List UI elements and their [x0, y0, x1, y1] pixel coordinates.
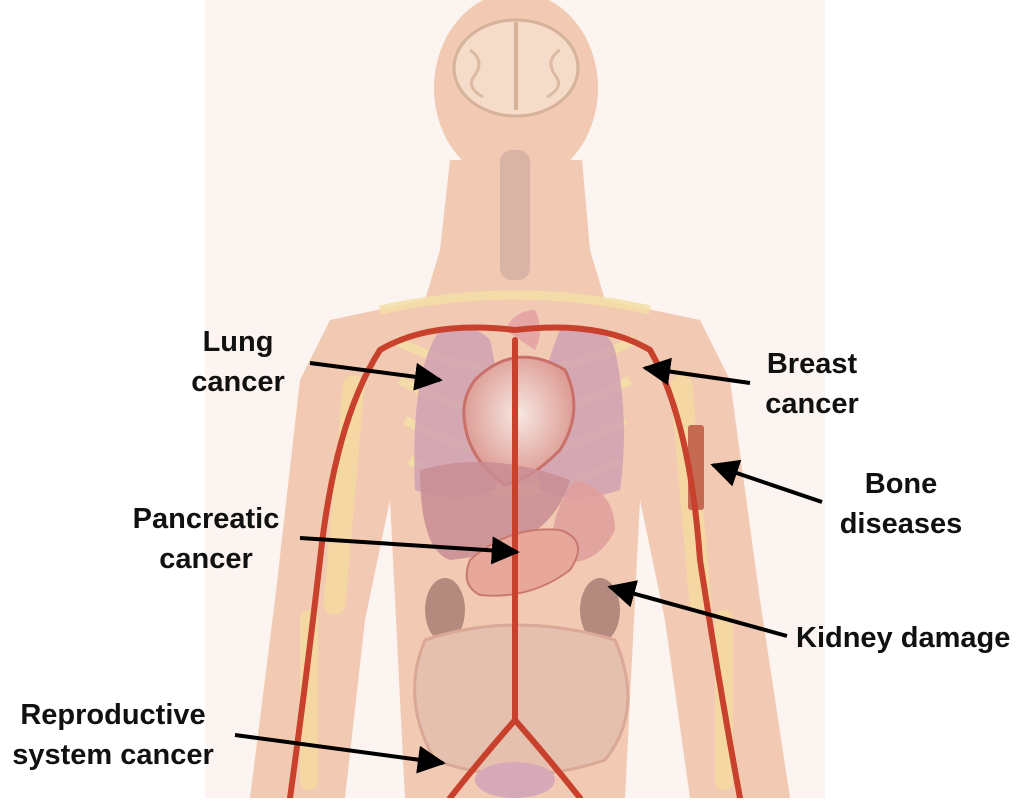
label-bone-diseases: Bone diseases [834, 464, 968, 544]
label-pancreatic-line-2: cancer [122, 539, 290, 579]
label-bone-line-2: diseases [834, 504, 968, 544]
bladder [475, 762, 555, 798]
label-kidney-line-1: Kidney damage [796, 618, 1010, 658]
label-breast-line-2: cancer [752, 384, 872, 424]
label-reproductive-line-1: Reproductive [8, 695, 218, 735]
label-lung-line-1: Lung [183, 322, 293, 362]
label-reproductive-system-cancer: Reproductive system cancer [8, 695, 218, 775]
label-lung-line-2: cancer [183, 362, 293, 402]
label-lung-cancer: Lung cancer [183, 322, 293, 402]
label-kidney-damage: Kidney damage [796, 618, 1010, 658]
trachea [500, 150, 530, 280]
brain [454, 20, 578, 116]
label-reproductive-line-2: system cancer [8, 735, 218, 775]
label-breast-line-1: Breast [752, 344, 872, 384]
label-bone-line-1: Bone [834, 464, 968, 504]
intestines [415, 625, 628, 775]
label-pancreatic-line-1: Pancreatic [122, 499, 290, 539]
label-pancreatic-cancer: Pancreatic cancer [122, 499, 290, 579]
label-breast-cancer: Breast cancer [752, 344, 872, 424]
